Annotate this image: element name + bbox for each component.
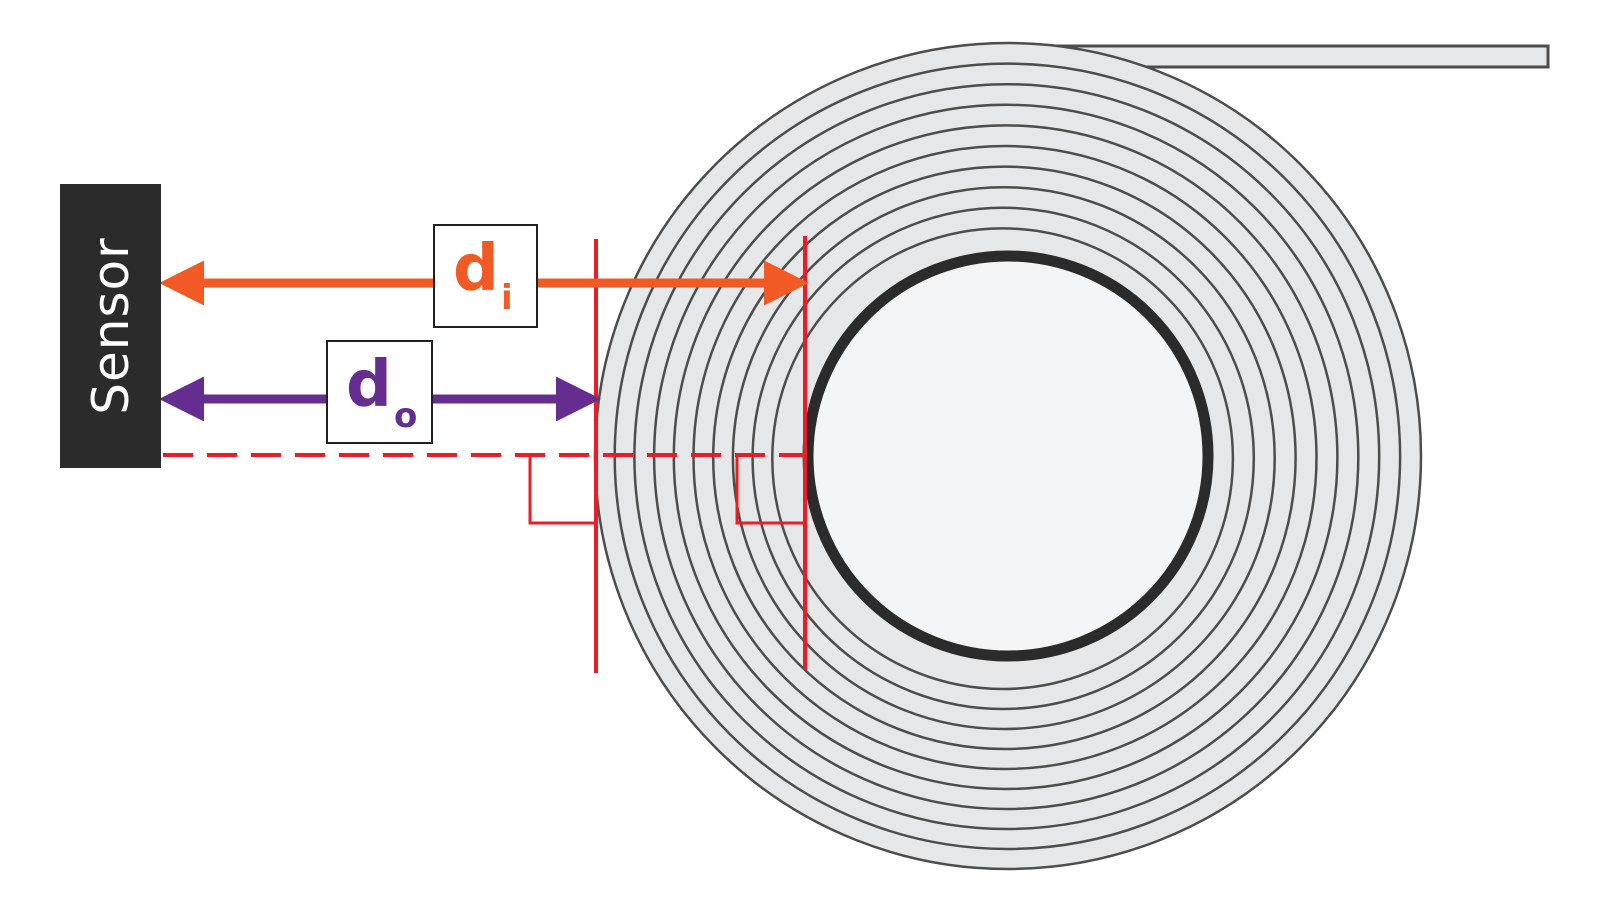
outer-distance-letter: d — [346, 348, 392, 422]
inner-distance-letter: d — [453, 232, 499, 306]
sensor-label: Sensor — [81, 237, 140, 415]
coil-core — [802, 250, 1214, 662]
inner-distance-subscript: i — [501, 278, 513, 318]
right-angle-marker-outer — [528, 455, 596, 525]
sensor-block: Sensor — [60, 184, 161, 468]
outer-distance-label: d o — [326, 340, 433, 444]
right-angle-marker-inner — [735, 455, 805, 525]
outer-distance-subscript: o — [394, 396, 418, 436]
inner-distance-label: d i — [433, 224, 538, 328]
